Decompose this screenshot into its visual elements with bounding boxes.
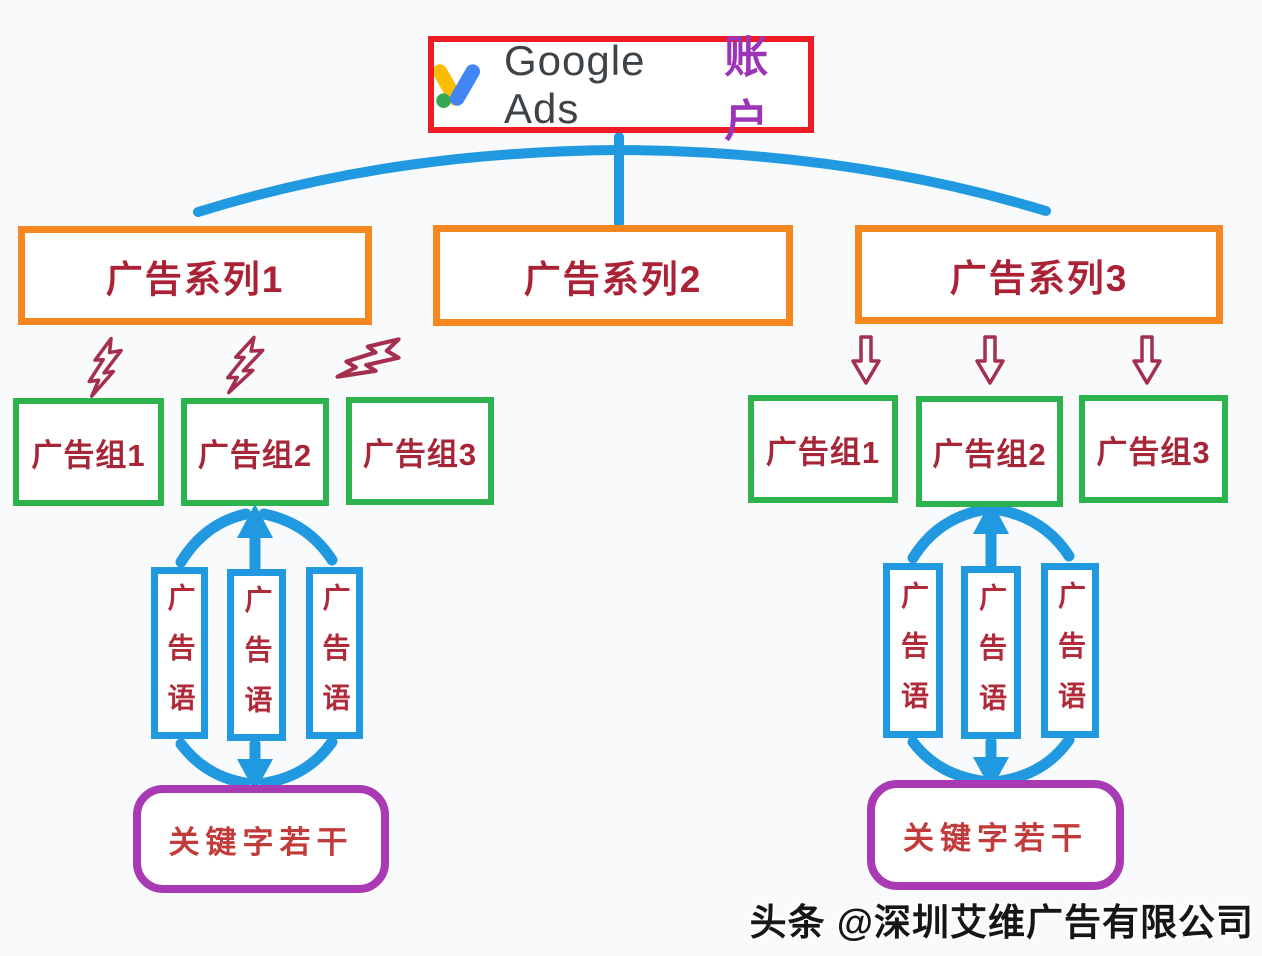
right-adcopy-1-label: 广告语	[898, 580, 929, 731]
left-adcopy-keywords-connectors	[175, 736, 338, 789]
right-keywords-node: 关键字若干	[867, 780, 1124, 890]
left-adgroup-3-label: 广告组3	[362, 436, 478, 472]
left-adgroup-1-node: 广告组1	[13, 398, 164, 506]
connector-account-campaign1	[193, 145, 625, 217]
lightning-arrow-icon	[335, 337, 401, 379]
right-adcopy-2-node: 广告语	[961, 566, 1021, 739]
right-adcopy-3-label: 广告语	[1055, 580, 1086, 731]
left-adcopy-3-node: 广告语	[306, 567, 363, 739]
up-arrowhead-icon	[237, 504, 273, 538]
right-adgroup-1-node: 广告组1	[748, 395, 898, 503]
connector-account-campaign3	[615, 145, 1051, 216]
down-arrow-icon	[1132, 335, 1162, 385]
right-adcopy-2-label: 广告语	[976, 582, 1007, 733]
right-adgroup-2-label: 广告组2	[932, 437, 1047, 472]
left-adgroup-2-node: 广告组2	[181, 398, 329, 506]
watermark-text: 头条 @深圳艾维广告有限公司	[749, 902, 1254, 943]
campaign-3-node: 广告系列3	[855, 225, 1223, 324]
right-adcopy-1-node: 广告语	[883, 563, 943, 738]
right-adgroup-adcopy-connectors	[907, 504, 1075, 570]
lightning-arrows	[87, 335, 401, 398]
account-to-campaign-connectors	[193, 132, 1051, 228]
left-adgroup-3-node: 广告组3	[346, 397, 494, 505]
right-adgroup-3-label: 广告组3	[1096, 434, 1211, 470]
campaign-1-label: 广告系列1	[105, 258, 285, 300]
left-adgroup-adcopy-connectors	[175, 508, 338, 574]
down-arrow-icon	[975, 335, 1005, 385]
campaign-1-node: 广告系列1	[18, 226, 372, 325]
right-adcopy-3-node: 广告语	[1041, 563, 1099, 738]
account-label: 账户	[724, 32, 772, 146]
lightning-arrow-icon	[226, 335, 265, 395]
right-adgroup-3-node: 广告组3	[1079, 395, 1228, 503]
lightning-arrow-icon	[87, 336, 123, 398]
left-adgroup-1-label: 广告组1	[31, 437, 146, 473]
left-keywords-node: 关键字若干	[133, 785, 389, 893]
campaign-2-label: 广告系列2	[523, 258, 703, 300]
left-adcopy-2-label: 广告语	[241, 585, 273, 735]
down-arrow-icon	[851, 335, 881, 385]
campaign-3-label: 广告系列3	[949, 257, 1129, 299]
left-adcopy-3-label: 广告语	[319, 583, 351, 733]
outline-down-arrows	[851, 335, 1162, 385]
account-brand-text: Google Ads	[504, 36, 646, 132]
right-keywords-label: 关键字若干	[903, 820, 1088, 856]
left-adcopy-1-label: 广告语	[164, 583, 196, 733]
right-adgroup-1-label: 广告组1	[765, 434, 881, 470]
right-adgroup-2-node: 广告组2	[916, 396, 1063, 507]
left-adcopy-1-node: 广告语	[151, 567, 208, 739]
left-keywords-label: 关键字若干	[168, 824, 354, 860]
campaign-2-node: 广告系列2	[433, 225, 793, 326]
google-ads-logo-icon	[434, 59, 490, 111]
left-adgroup-2-label: 广告组2	[197, 437, 313, 473]
left-adcopy-2-node: 广告语	[227, 569, 286, 741]
right-adcopy-keywords-connectors	[907, 734, 1075, 787]
account-node: Google Ads 账户	[428, 33, 814, 146]
